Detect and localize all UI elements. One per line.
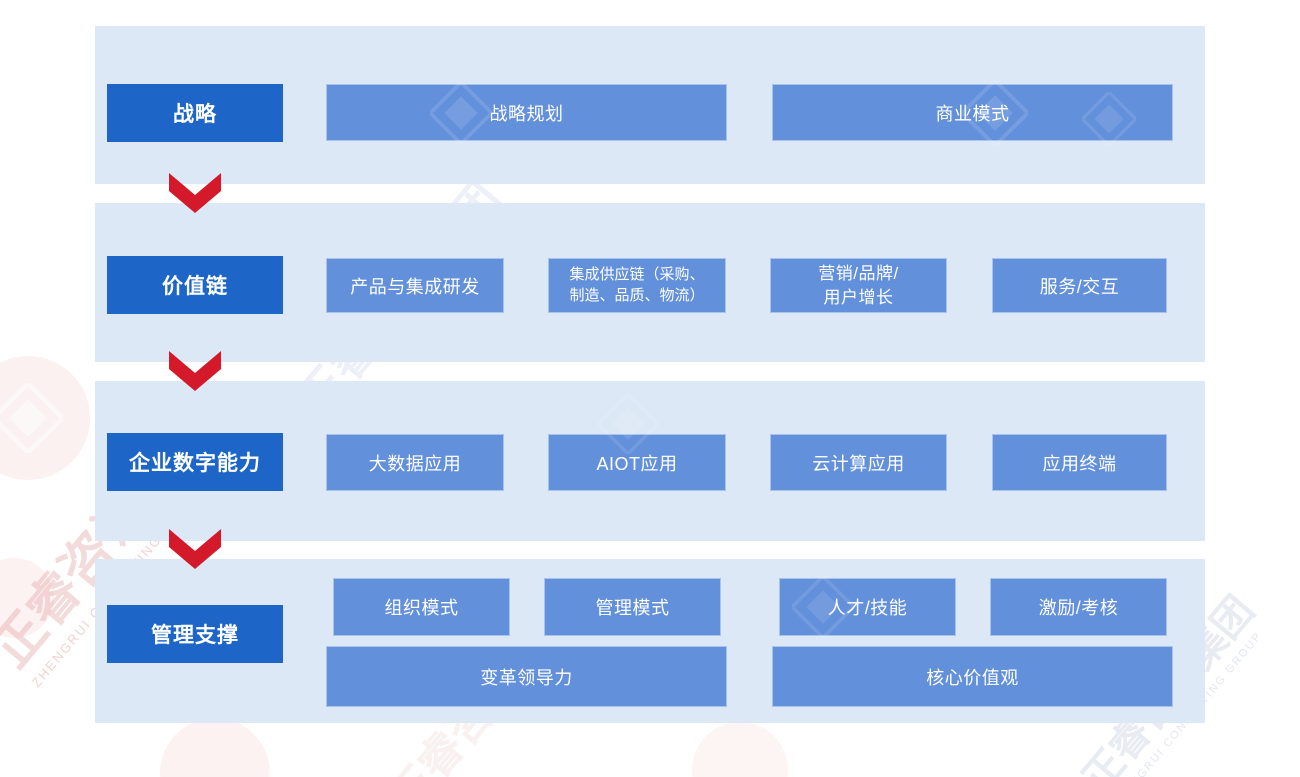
row-label-management-support: 管理支撑	[107, 605, 283, 663]
item-line2: 用户增长	[823, 287, 894, 307]
watermark-stamp	[0, 356, 90, 480]
item-line1: 集成供应链（采购、	[569, 266, 705, 284]
item-change-leadership: 变革领导力	[326, 646, 727, 707]
item-incentive-assessment: 激励/考核	[990, 578, 1167, 636]
down-chevron-icon	[169, 173, 221, 213]
item-core-values: 核心价值观	[772, 646, 1173, 707]
down-chevron-icon	[169, 351, 221, 391]
item-organization-model: 组织模式	[333, 578, 510, 636]
item-application-terminal: 应用终端	[992, 434, 1167, 491]
watermark-stamp	[160, 718, 270, 777]
item-product-rd: 产品与集成研发	[326, 258, 504, 313]
item-integrated-supply-chain: 集成供应链（采购、 制造、品质、物流）	[548, 258, 726, 313]
item-talent-skills: 人才/技能	[779, 578, 956, 636]
down-chevron-icon	[169, 529, 221, 569]
item-business-model: 商业模式	[772, 84, 1173, 141]
item-management-model: 管理模式	[544, 578, 721, 636]
item-marketing-brand-growth: 营销/品牌/ 用户增长	[770, 258, 947, 313]
item-cloud-computing: 云计算应用	[770, 434, 947, 491]
watermark-diamond-icon	[0, 383, 63, 453]
watermark-stamp	[0, 558, 54, 638]
item-aiot: AIOT应用	[548, 434, 726, 491]
row-label-strategy: 战略	[107, 84, 283, 142]
row-label-digital-capability: 企业数字能力	[107, 433, 283, 491]
item-service-interaction: 服务/交互	[992, 258, 1167, 313]
item-line2: 制造、品质、物流）	[569, 286, 705, 304]
row-label-value-chain: 价值链	[107, 256, 283, 314]
item-big-data: 大数据应用	[326, 434, 504, 491]
item-line1: 营销/品牌/	[818, 263, 899, 283]
item-strategic-planning: 战略规划	[326, 84, 727, 141]
watermark-stamp	[692, 722, 788, 777]
